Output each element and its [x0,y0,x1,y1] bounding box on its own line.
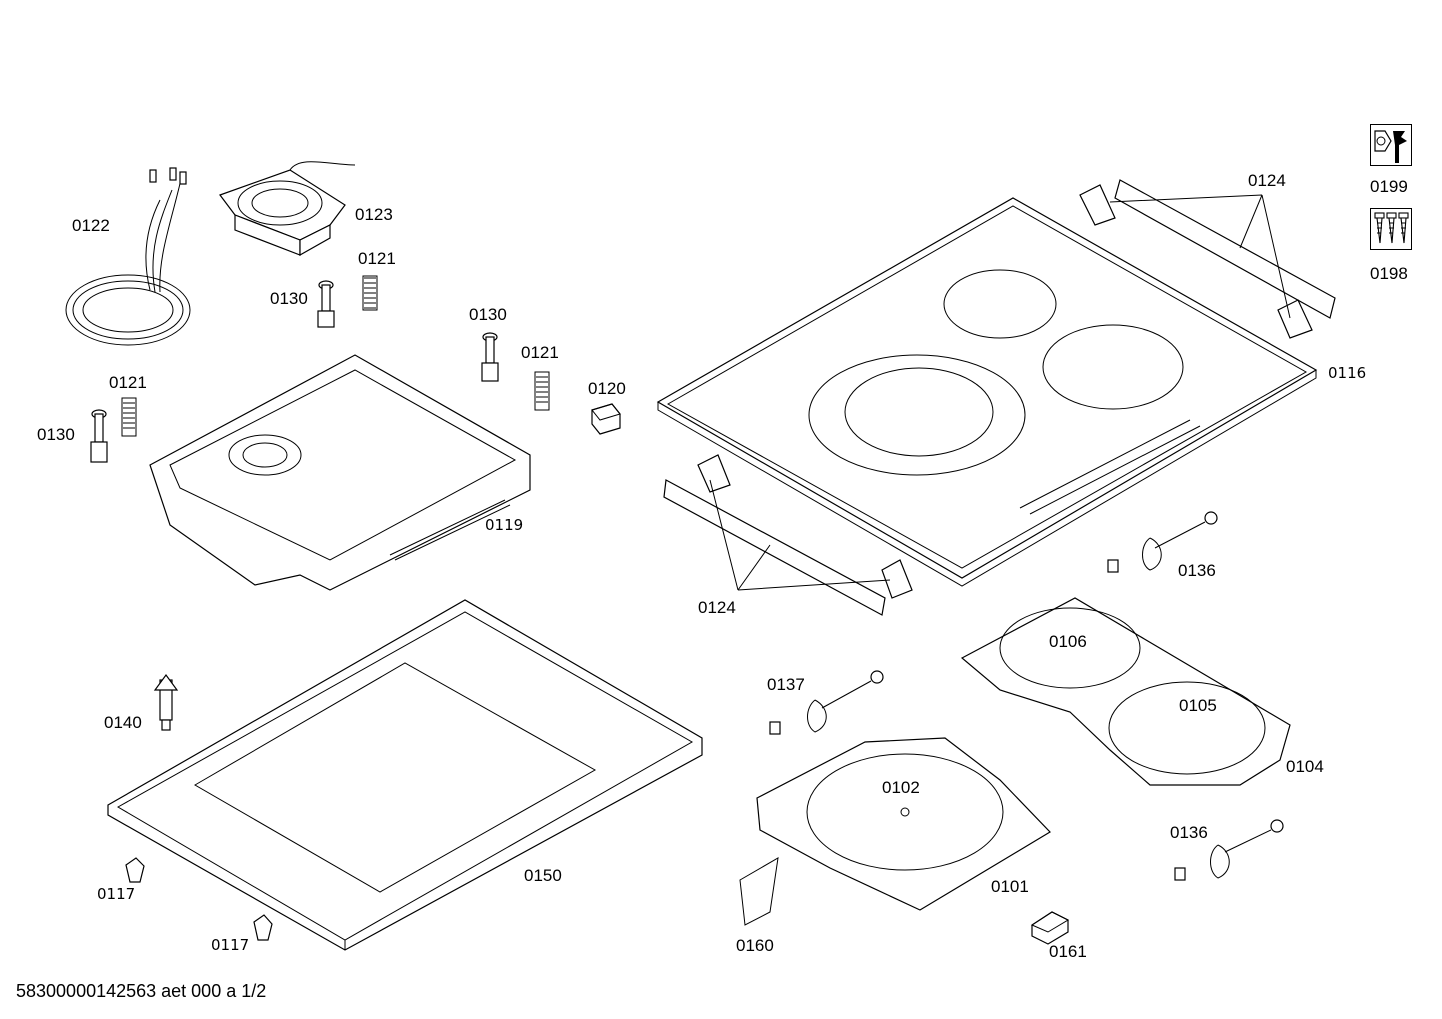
label-0104: 0104 [1286,757,1324,776]
mounting-rail-0124-top [1079,179,1336,339]
label-0117-b: 0117 [211,936,250,954]
label-0122: 0122 [72,216,110,235]
mounting-rail-0124-bottom [663,454,913,616]
label-0124-a: 0124 [1248,171,1286,190]
label-0124-b: 0124 [698,598,736,617]
sensor-0136-bottom [1174,819,1284,881]
label-0199: 0199 [1370,177,1408,196]
clip-0161-part [1030,911,1070,945]
glass-ceramic-top-0116-part [656,197,1318,587]
label-0121-b: 0121 [521,343,559,362]
fan-part [219,161,356,257]
label-0116: 0116 [1328,364,1367,382]
fastener-0140-part [153,673,179,731]
spring-0121-top [362,275,378,311]
label-0102: 0102 [882,778,920,797]
pin-0130-left [90,409,108,463]
label-0198: 0198 [1370,264,1408,283]
label-0161: 0161 [1049,942,1087,961]
sensor-0136-top [1107,511,1218,573]
label-0121-a: 0121 [358,249,396,268]
label-0106: 0106 [1049,632,1087,651]
label-0130-b: 0130 [469,305,507,324]
label-0130-c: 0130 [37,425,75,444]
pin-0130-top [317,280,335,328]
label-0150: 0150 [524,866,562,885]
label-0123: 0123 [355,205,393,224]
label-0160: 0160 [736,936,774,955]
pin-0130-mid [481,332,499,382]
base-frame-0150-part [107,599,703,951]
power-cable-part [65,167,191,346]
label-0119: 0119 [485,516,524,534]
leader-0124-top [1109,194,1291,319]
foot-0117-parts [125,857,273,941]
label-0101: 0101 [991,877,1029,896]
coil-carrier-0104-part [960,597,1291,786]
housing-0119-part [149,354,531,591]
label-0137: 0137 [767,675,805,694]
label-0117-a: 0117 [97,885,136,903]
wrench-icon [1370,124,1412,166]
sensor-0137 [769,670,884,735]
label-0130-a: 0130 [270,289,308,308]
screws-icon [1370,208,1412,250]
document-id: 58300000142563 aet 000 a 1/2 [16,981,267,1001]
label-0136-b: 0136 [1170,823,1208,842]
coil-0102-and-bracket-0101 [756,737,1051,911]
label-0136-a: 0136 [1178,561,1216,580]
spring-and-pin-parts [90,275,550,463]
shield-0160-part [739,857,779,926]
label-0140: 0140 [104,713,142,732]
clip-0120-part [591,403,621,435]
label-0120: 0120 [588,379,626,398]
spring-0121-left [121,397,137,437]
label-0121-c: 0121 [109,373,147,392]
label-0105: 0105 [1179,696,1217,715]
leader-0124-bottom [709,479,891,591]
spring-0121-mid [534,371,550,411]
